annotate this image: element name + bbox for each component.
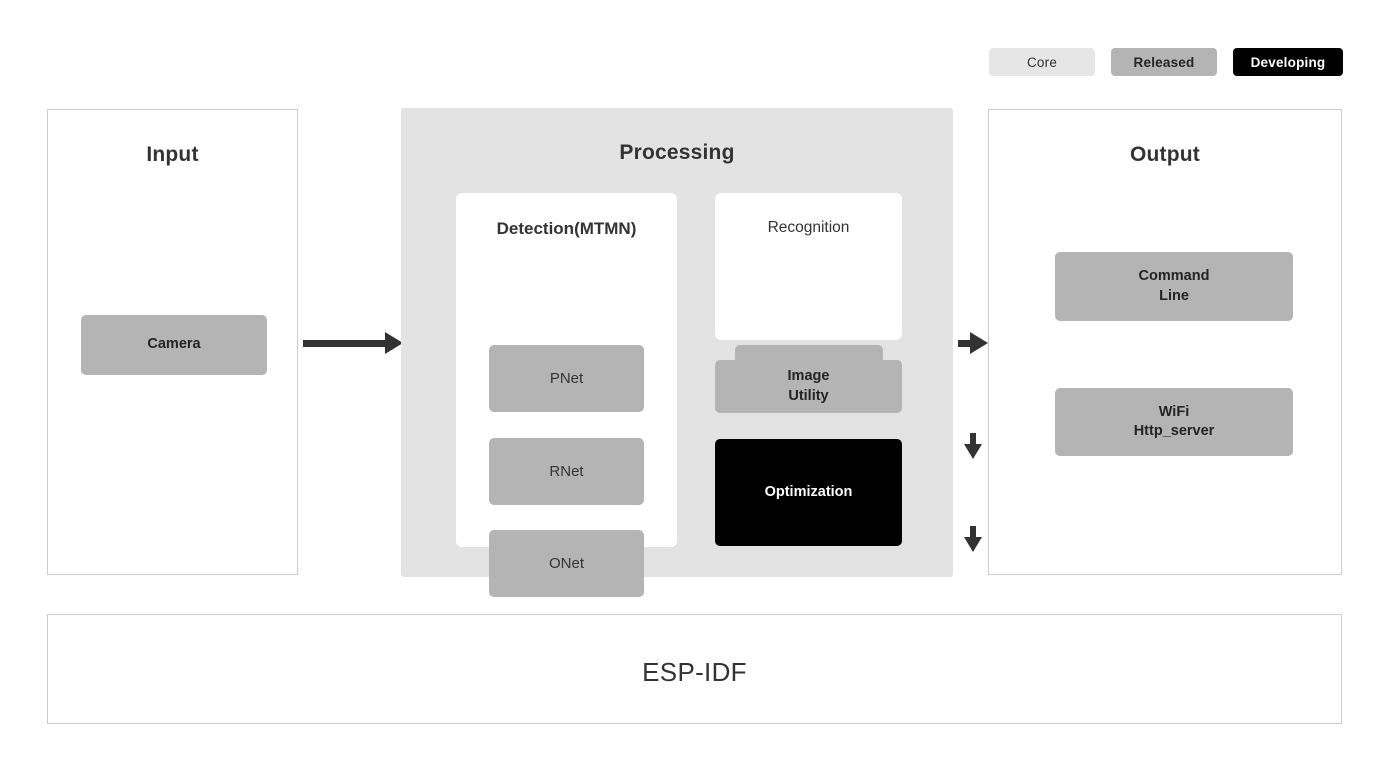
node-command-line[interactable]: Command Line <box>1055 252 1293 321</box>
legend: Core Released Developing <box>989 48 1343 76</box>
arrow-head <box>385 332 403 354</box>
panel-output: Output Command Line WiFi Http_server <box>988 109 1342 575</box>
arrow-shaft <box>303 339 386 347</box>
node-rnet[interactable]: RNet <box>489 438 644 505</box>
arrow-pnet-to-rnet-icon <box>964 433 982 459</box>
node-pnet[interactable]: PNet <box>489 345 644 412</box>
arrow-shaft <box>970 433 976 445</box>
node-image-utility[interactable]: Image Utility <box>715 360 902 413</box>
arrow-rnet-to-onet-icon <box>964 526 982 552</box>
arrow-head <box>964 537 982 552</box>
arrow-shaft <box>970 526 976 538</box>
legend-chip-developing[interactable]: Developing <box>1233 48 1343 76</box>
panel-input: Input Camera <box>47 109 298 575</box>
node-wifi-http-server[interactable]: WiFi Http_server <box>1055 388 1293 456</box>
node-camera[interactable]: Camera <box>81 315 267 375</box>
card-detection-title: Detection(MTMN) <box>496 219 637 238</box>
arrow-input-to-processing-icon <box>303 332 403 354</box>
panel-input-title: Input <box>146 143 199 166</box>
legend-chip-released[interactable]: Released <box>1111 48 1217 76</box>
arrow-shaft <box>958 339 971 347</box>
card-recognition-title: Recognition <box>767 219 850 236</box>
arrow-head <box>970 332 988 354</box>
panel-output-title: Output <box>1129 143 1200 166</box>
esp-idf-label: ESP-IDF <box>642 657 747 687</box>
card-recognition: Recognition FRMN <box>715 193 902 402</box>
arrow-processing-to-output-icon <box>958 332 988 354</box>
panel-processing-title: Processing <box>619 141 735 164</box>
node-optimization[interactable]: Optimization <box>715 439 902 546</box>
panel-processing: Processing Detection(MTMN) PNet RNet ONe… <box>401 108 982 597</box>
panel-esp-idf: ESP-IDF <box>47 614 1342 724</box>
card-detection: Detection(MTMN) PNet RNet ONet <box>456 193 677 597</box>
arrow-head <box>964 444 982 459</box>
legend-chip-core[interactable]: Core <box>989 48 1095 76</box>
node-onet[interactable]: ONet <box>489 530 644 597</box>
